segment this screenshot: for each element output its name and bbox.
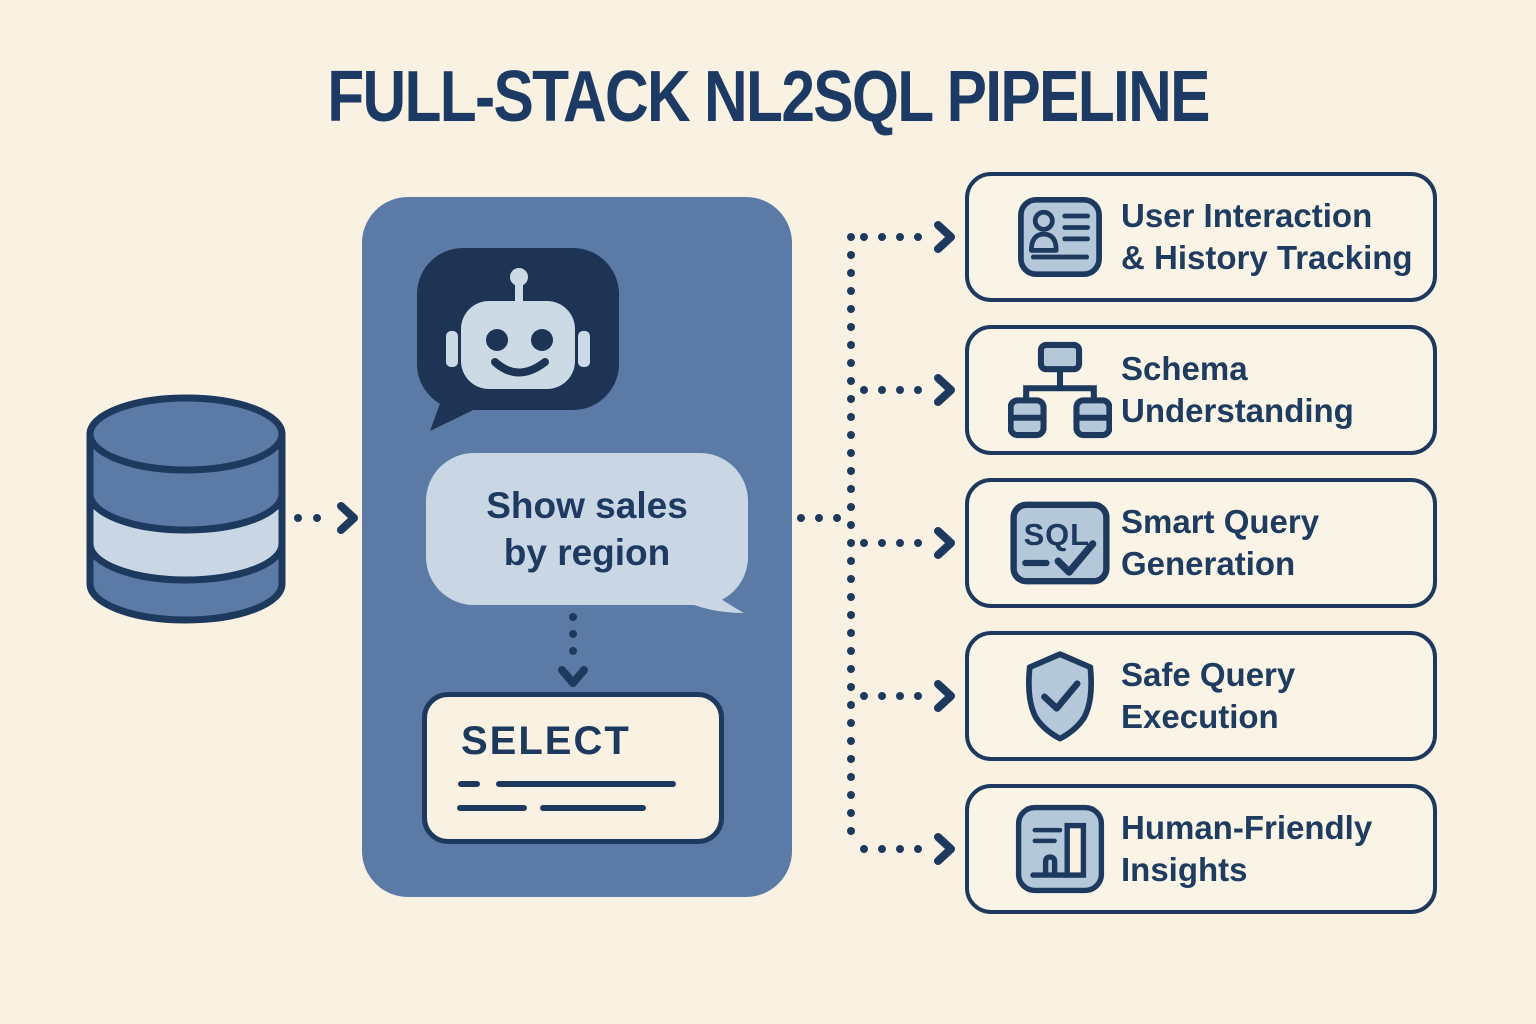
- user-card-icon: [1005, 196, 1115, 278]
- arrowhead-stage-3: [934, 527, 955, 559]
- stage-card-user-interaction: User Interaction & History Tracking: [965, 172, 1437, 302]
- stage-label: Schema Understanding: [1121, 350, 1354, 429]
- stage-label: User Interaction & History Tracking: [1121, 197, 1413, 276]
- arrowhead-db: [337, 502, 358, 534]
- chat-panel: Show sales by region SELECT: [362, 197, 792, 897]
- stage-card-smart-query-generation: SQL Smart Query Generation: [965, 478, 1437, 608]
- stage-label: Safe Query Execution: [1121, 656, 1296, 735]
- stage-card-schema-understanding: Schema Understanding: [965, 325, 1437, 455]
- page-title: FULL-STACK NL2SQL PIPELINE: [327, 57, 1210, 137]
- arrowhead-stage-5: [934, 833, 955, 865]
- user-query-bubble: Show sales by region: [426, 453, 748, 613]
- insights-chart-icon: [1005, 804, 1115, 894]
- database-icon: [86, 394, 286, 624]
- bubble-tail: [680, 573, 744, 613]
- arrowhead-stage-2: [934, 374, 955, 406]
- sql-check-icon: SQL: [1005, 497, 1115, 589]
- sql-select-box: SELECT: [422, 692, 724, 844]
- shield-check-icon: [1005, 650, 1115, 742]
- stage-label: Human-Friendly Insights: [1121, 809, 1373, 888]
- arrowhead-stage-4: [934, 680, 955, 712]
- stage-label: Smart Query Generation: [1121, 503, 1320, 582]
- sql-keyword: SELECT: [461, 719, 631, 763]
- stage-card-safe-query-execution: Safe Query Execution: [965, 631, 1437, 761]
- schema-tree-icon: [1005, 340, 1115, 440]
- user-query-text: Show sales by region: [486, 485, 688, 573]
- chatbot-icon: [417, 248, 619, 431]
- arrowhead-stage-1: [934, 221, 955, 253]
- sql-badge-text: SQL: [1024, 517, 1090, 552]
- stage-card-human-friendly-insights: Human-Friendly Insights: [965, 784, 1437, 914]
